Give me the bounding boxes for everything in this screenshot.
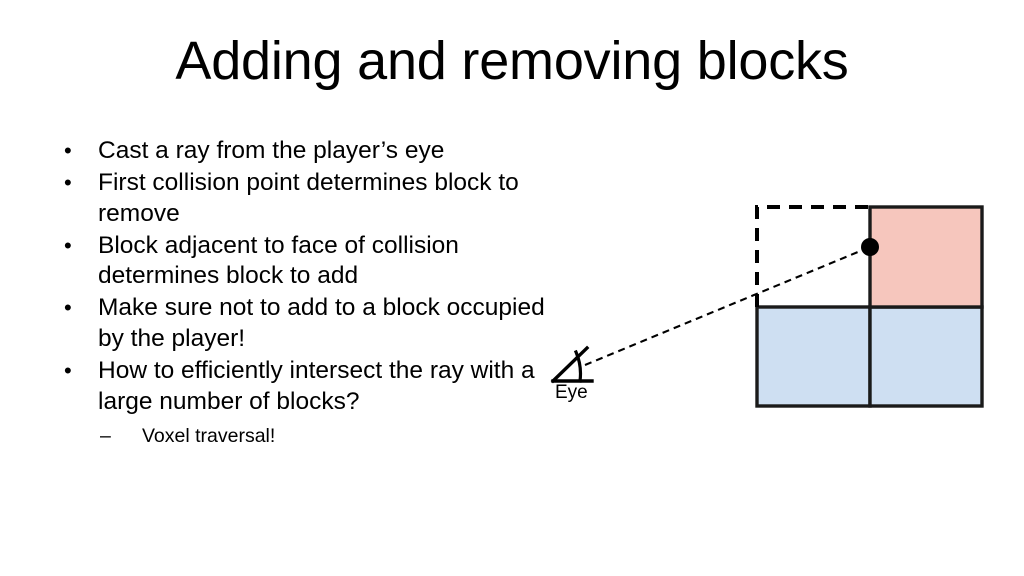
bullet-marker-icon: •: [64, 138, 72, 163]
sub-bullet-marker-icon: –: [100, 424, 111, 447]
eye-label: Eye: [555, 382, 588, 403]
list-item: • How to efficiently intersect the ray w…: [56, 356, 556, 418]
list-item-label: How to efficiently intersect the ray wit…: [98, 357, 535, 415]
list-item-label: Cast a ray from the player’s eye: [98, 137, 445, 164]
list-item: • Make sure not to add to a block occupi…: [56, 293, 556, 355]
hit-point-marker: [861, 238, 879, 256]
bullet-list: • Cast a ray from the player’s eye • Fir…: [56, 136, 556, 449]
bullet-marker-icon: •: [64, 295, 72, 321]
bullet-marker-icon: •: [64, 358, 72, 384]
block-to-add: [868, 205, 984, 309]
sub-list-item-label: Voxel traversal!: [142, 424, 276, 447]
bullet-marker-icon: •: [64, 169, 72, 195]
voxel-ray-diagram: Eye: [530, 180, 1010, 430]
block-lower-left: [755, 305, 872, 408]
eye-icon: [550, 345, 594, 384]
ray-line: [584, 246, 871, 366]
list-item-label: First collision point determines block t…: [98, 168, 519, 227]
empty-cell-dashed-outline: [755, 205, 870, 307]
list-item-label: Make sure not to add to a block occupied…: [98, 294, 545, 353]
list-item: • Block adjacent to face of collision de…: [56, 231, 556, 293]
sub-list-item: – Voxel traversal!: [100, 424, 556, 449]
list-item-label: Block adjacent to face of collision dete…: [98, 231, 459, 290]
block-lower-right: [868, 305, 984, 408]
page-title: Adding and removing blocks: [175, 31, 849, 91]
list-item: • First collision point determines block…: [56, 168, 556, 230]
list-item: • Cast a ray from the player’s eye: [56, 136, 556, 167]
bullet-marker-icon: •: [64, 232, 72, 258]
